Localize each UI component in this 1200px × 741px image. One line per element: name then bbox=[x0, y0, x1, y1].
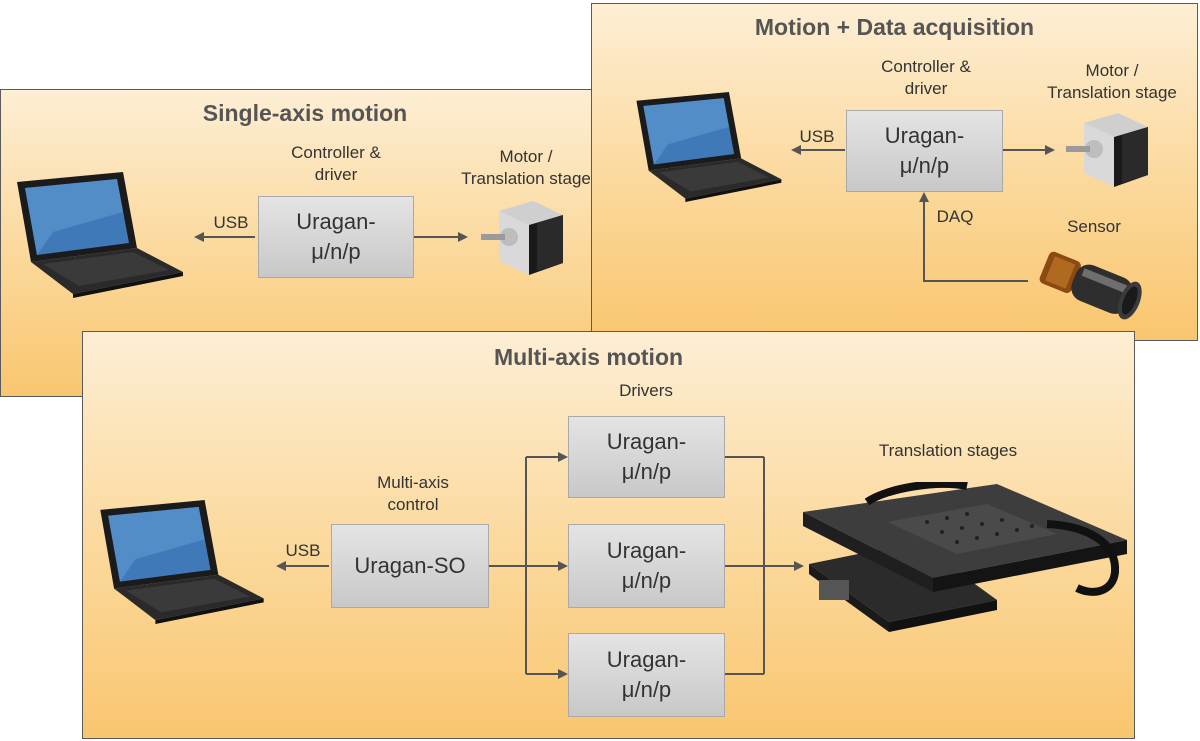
motion-daq-panel: Motion + Data acquisition Uragan- μ/n/p … bbox=[591, 3, 1198, 341]
motion-daq-controller-box: Uragan- μ/n/p bbox=[846, 110, 1003, 192]
laptop-icon bbox=[100, 500, 264, 624]
driver-box-1: Uragan- μ/n/p bbox=[568, 416, 725, 498]
sensor-icon bbox=[1039, 251, 1142, 320]
multi-axis-usb-label: USB bbox=[285, 541, 321, 560]
uragan-so-box: Uragan-SO bbox=[331, 524, 489, 608]
stepper-motor-icon bbox=[1066, 113, 1148, 187]
stepper-motor-icon bbox=[481, 201, 563, 275]
multi-axis-control-label: Multi-axis control bbox=[377, 473, 449, 514]
single-axis-controller-box: Uragan- μ/n/p bbox=[258, 196, 414, 278]
motion-daq-usb-label: USB bbox=[799, 127, 835, 146]
single-axis-motor-label: Motor / Translation stage bbox=[461, 147, 591, 188]
xy-stage-icon bbox=[803, 482, 1127, 632]
multi-axis-panel: Multi-axis motion USB Multi-axis control… bbox=[82, 331, 1135, 739]
drivers-label: Drivers bbox=[619, 381, 673, 400]
driver-box-3: Uragan- μ/n/p bbox=[568, 633, 725, 717]
single-axis-controller-label: Controller & driver bbox=[291, 143, 381, 184]
laptop-icon bbox=[636, 92, 782, 202]
translation-stages-label: Translation stages bbox=[878, 441, 1018, 460]
single-axis-usb-label: USB bbox=[213, 213, 249, 232]
motion-daq-motor-label: Motor / Translation stage bbox=[1047, 61, 1177, 102]
sensor-label: Sensor bbox=[1067, 217, 1121, 236]
multi-axis-title: Multi-axis motion bbox=[493, 344, 684, 370]
driver-box-2: Uragan- μ/n/p bbox=[568, 524, 725, 608]
motion-daq-title: Motion + Data acquisition bbox=[754, 14, 1035, 40]
motion-daq-controller-label: Controller & driver bbox=[881, 57, 971, 98]
daq-label: DAQ bbox=[936, 207, 974, 226]
laptop-icon bbox=[17, 172, 183, 298]
single-axis-title: Single-axis motion bbox=[202, 100, 408, 126]
